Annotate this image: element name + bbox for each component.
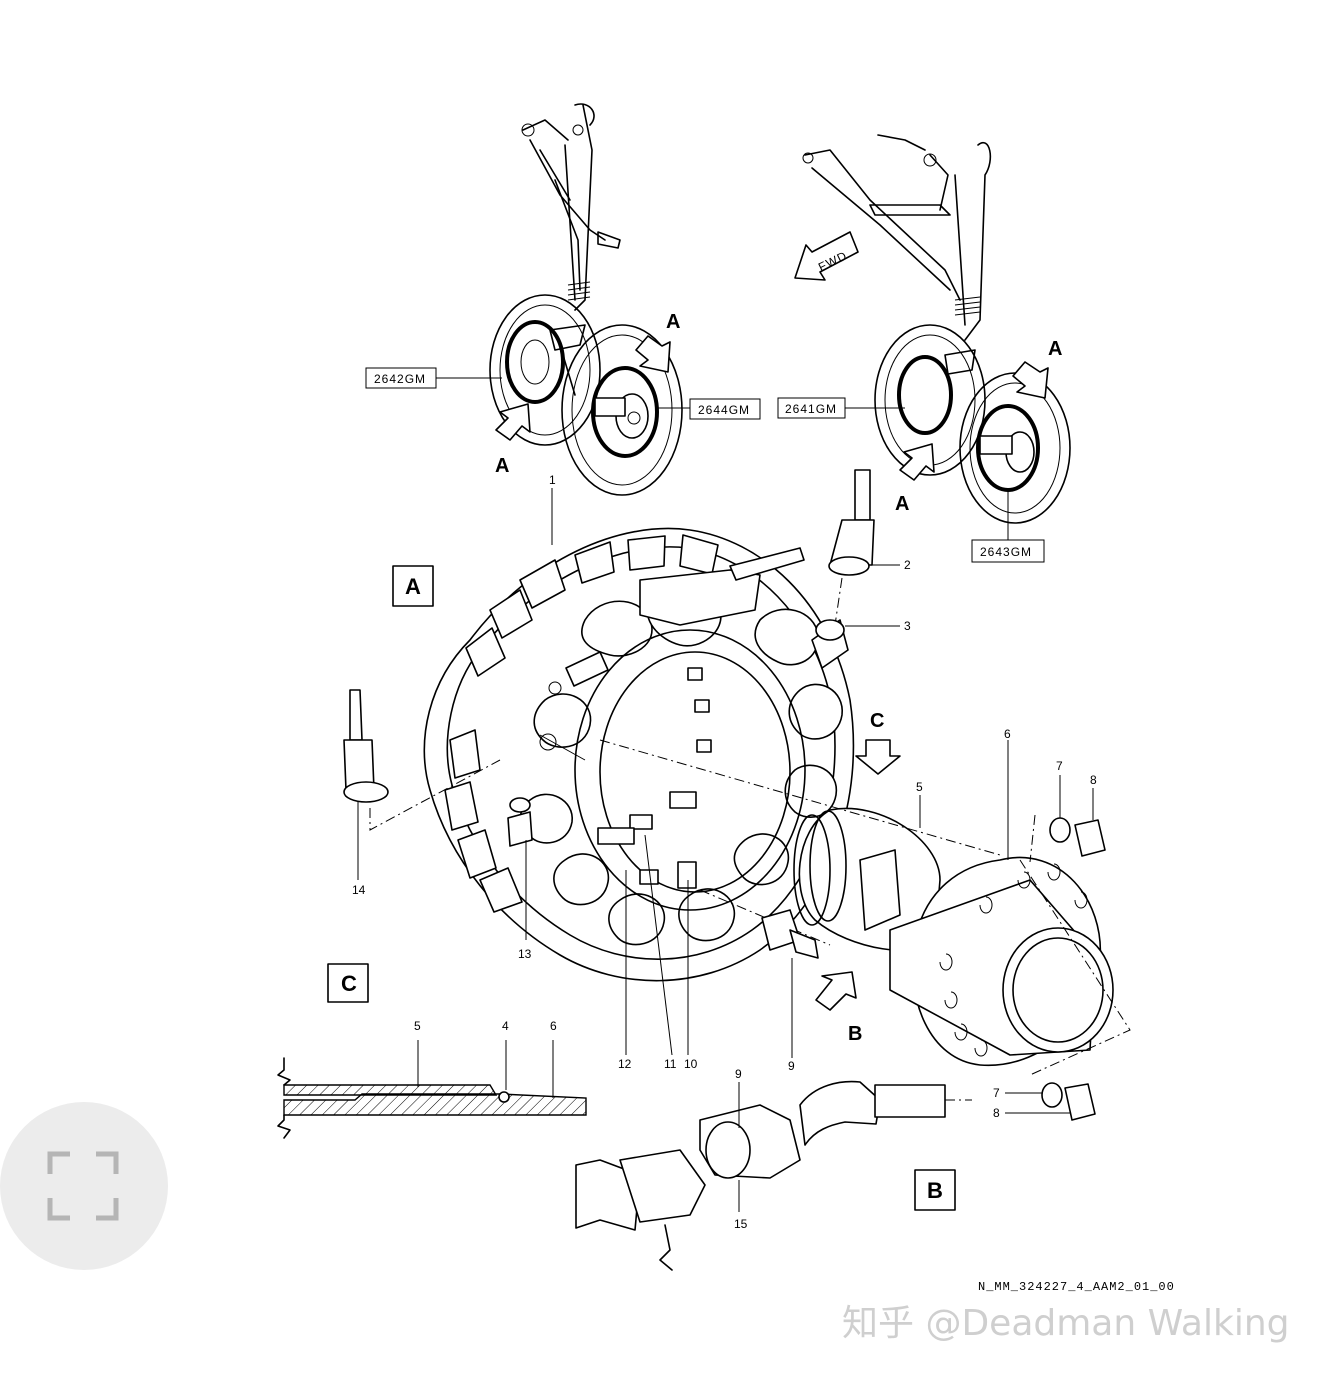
item-9-label: 9 [788,1059,795,1073]
tag-2642gm: 2642GM [374,372,426,386]
item-14-label: 14 [352,883,366,897]
arrow-label-b: B [848,1023,862,1045]
arrow-label-c: C [870,710,884,732]
item-5-label: 5 [916,780,923,794]
figure-reference: N_MM_324227_4_AAM2_01_00 [978,1280,1175,1294]
item-12-label: 12 [618,1057,632,1071]
arrow-b-icon [815,971,857,1011]
item-8-label: 8 [1090,773,1097,787]
view-c-section [277,1040,587,1139]
tag-2641gm: 2641GM [785,402,837,416]
item-2-label: 2 [904,558,911,572]
item-8b-label: 8 [993,1106,1000,1120]
tag-2643gm: 2643GM [980,545,1032,559]
left-main-gear [436,103,690,496]
arrow-label-a: A [1048,338,1062,360]
fwd-arrow-icon [794,231,859,281]
item-6-hub [889,856,1114,1067]
arrow-a-up-icon [495,403,531,441]
item-14-valve [343,689,389,803]
item-15-label: 15 [734,1217,748,1231]
item-5b-label: 5 [414,1019,421,1033]
right-main-gear [794,134,1071,540]
fullscreen-button[interactable] [0,1102,168,1270]
view-a-label: A [405,574,421,599]
arrow-label-a: A [495,455,509,477]
item-1-label: 1 [549,473,556,487]
fullscreen-icon [47,1151,119,1221]
view-b-valve-detail [575,1080,972,1271]
arrow-label-a: A [666,311,680,333]
arrow-label-a: A [895,493,909,515]
item-13-label: 13 [518,947,532,961]
item-9b-label: 9 [735,1067,742,1081]
item-7-label: 7 [1056,759,1063,773]
item-4-label: 4 [502,1019,509,1033]
item-7b-label: 7 [993,1086,1000,1100]
arrow-c-icon [855,739,901,775]
tag-2644gm: 2644GM [698,403,750,417]
arrow-a-down-icon [1012,361,1049,399]
view-c-label: C [341,971,357,996]
arrow-a-up-icon [899,443,935,481]
item-3-label: 3 [904,619,911,633]
item-11-label: 11 [664,1057,677,1071]
watermark: 知乎 @Deadman Walking [842,1303,1290,1344]
arrow-a-down-icon [635,335,671,373]
item-6b-label: 6 [550,1019,557,1033]
item-2-valve [828,469,875,576]
wheel-studs [597,667,712,889]
item-6-label: 6 [1004,727,1011,741]
view-b-label: B [927,1178,943,1203]
item-10-label: 10 [684,1057,698,1071]
